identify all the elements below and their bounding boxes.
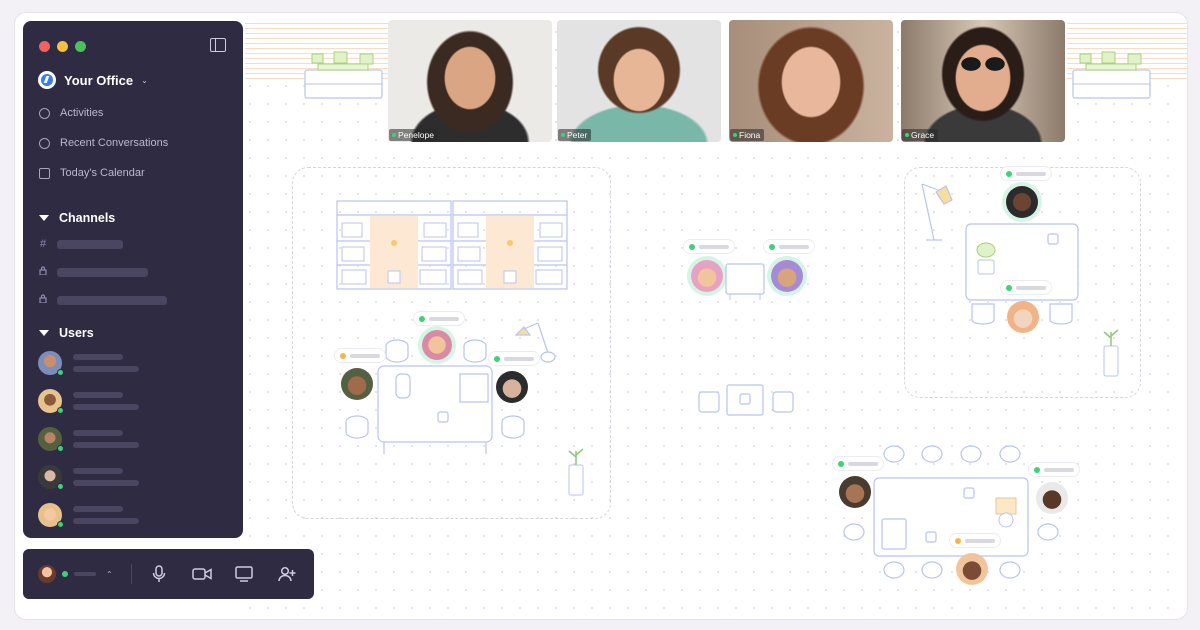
floor-lamp (921, 183, 953, 241)
avatar (38, 503, 64, 528)
avatar-user[interactable] (341, 368, 373, 400)
screen-share-button[interactable] (229, 560, 260, 588)
nav-item-calendar[interactable]: Today's Calendar (39, 167, 145, 179)
online-status-dot (62, 571, 68, 577)
hash-icon: # (39, 238, 47, 250)
video-tile-penelope[interactable]: Penelope (388, 20, 552, 142)
window-controls (39, 41, 86, 52)
speaking-bubble (335, 349, 385, 362)
screen-share-icon (235, 566, 253, 582)
potted-plant (1103, 329, 1119, 377)
speaking-bubble (950, 534, 1000, 547)
speaking-bubble (764, 240, 814, 253)
chevron-down-icon: ⌄ (141, 75, 148, 85)
calendar-icon (39, 167, 50, 179)
avatar-user[interactable] (956, 553, 988, 585)
speaking-bubble (684, 240, 734, 253)
avatar (38, 565, 56, 583)
channel-name-placeholder (57, 239, 123, 249)
avatar-user[interactable] (422, 330, 452, 360)
nav-label: Today's Calendar (60, 167, 145, 179)
status-placeholder (74, 572, 96, 576)
participant-name: Grace (902, 129, 939, 141)
user-list-item[interactable] (38, 351, 139, 376)
refresh-icon (39, 107, 50, 119)
potted-plant (568, 448, 584, 496)
office-logo-icon (38, 71, 56, 89)
add-user-icon (277, 566, 296, 582)
channel-name-placeholder (57, 295, 167, 305)
user-list-item[interactable] (38, 503, 139, 528)
call-controls-bar: ⌃ (23, 549, 314, 599)
users-section-toggle[interactable]: Users (39, 326, 94, 340)
camera-icon (191, 568, 212, 580)
caret-down-icon (39, 330, 49, 336)
minimize-window-button[interactable] (57, 41, 68, 52)
lock-icon (39, 266, 47, 278)
office-desk (965, 223, 1079, 325)
speaking-bubble (1001, 281, 1051, 294)
participant-name: Penelope (389, 129, 438, 141)
planter-box-left (304, 51, 383, 99)
office-title: Your Office (64, 72, 134, 88)
user-list-item[interactable] (38, 465, 139, 490)
invite-user-button[interactable] (271, 560, 302, 588)
channel-item[interactable] (39, 266, 148, 278)
avatar (38, 427, 64, 452)
meeting-table (345, 339, 525, 454)
speaking-bubble (1029, 463, 1079, 476)
my-status-menu[interactable]: ⌃ (38, 565, 113, 583)
sidebar: Your Office ⌄ Activities Recent Conversa… (23, 21, 243, 538)
desk-lamp (514, 322, 556, 363)
avatar-user[interactable] (1007, 301, 1039, 333)
channel-item[interactable] (39, 294, 167, 306)
microphone-button[interactable] (144, 560, 175, 588)
chevron-up-icon: ⌃ (106, 569, 113, 579)
channel-item[interactable]: # (39, 238, 123, 250)
speaking-bubble (1001, 167, 1051, 180)
video-tile-fiona[interactable]: Fiona (729, 20, 893, 142)
speaking-bubble (489, 352, 539, 365)
users-heading: Users (59, 326, 94, 340)
avatar (38, 465, 64, 490)
avatar-user[interactable] (839, 476, 871, 508)
channels-section-toggle[interactable]: Channels (39, 211, 115, 225)
channels-heading: Channels (59, 211, 116, 225)
nav-item-activities[interactable]: Activities (39, 107, 103, 119)
close-window-button[interactable] (39, 41, 50, 52)
user-list-item[interactable] (38, 389, 139, 414)
camera-button[interactable] (186, 560, 217, 588)
channel-name-placeholder (57, 267, 148, 277)
speaking-bubble (833, 457, 883, 470)
small-table (725, 263, 765, 300)
participant-name: Peter (558, 129, 592, 141)
clock-icon (39, 137, 50, 149)
avatar-user[interactable] (771, 260, 803, 292)
caret-down-icon (39, 215, 49, 221)
nav-label: Activities (60, 107, 104, 119)
avatar-user[interactable] (1006, 186, 1038, 218)
room-library[interactable] (292, 167, 611, 519)
maximize-window-button[interactable] (75, 41, 86, 52)
speaking-bubble (414, 312, 464, 325)
avatar (38, 351, 64, 376)
video-tile-peter[interactable]: Peter (557, 20, 721, 142)
office-switcher[interactable]: Your Office ⌄ (38, 71, 148, 89)
microphone-icon (152, 565, 166, 582)
user-list-item[interactable] (38, 427, 139, 452)
lock-icon (39, 294, 47, 306)
planter-box-right (1072, 51, 1151, 99)
divider (130, 564, 132, 584)
sidebar-toggle-icon[interactable] (210, 38, 226, 52)
nav-item-recent-conversations[interactable]: Recent Conversations (39, 137, 168, 149)
lounge-set (698, 384, 794, 416)
avatar-user[interactable] (496, 371, 528, 403)
avatar (38, 389, 64, 414)
video-tile-grace[interactable]: Grace (901, 20, 1065, 142)
nav-label: Recent Conversations (60, 137, 169, 149)
participant-name: Fiona (730, 129, 765, 141)
bookshelves (336, 200, 568, 290)
avatar-user[interactable] (1036, 482, 1068, 514)
avatar-user[interactable] (691, 260, 723, 292)
